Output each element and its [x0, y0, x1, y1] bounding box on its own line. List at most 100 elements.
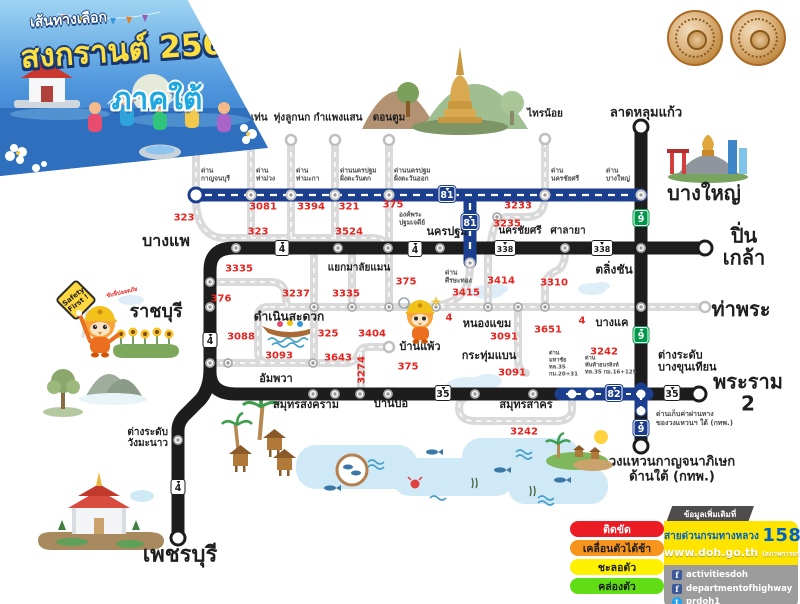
place-label: ดำเนินสะดวก [253, 309, 325, 324]
place-label: นครปฐม [426, 224, 468, 238]
place-label: บ้านบ่อ [373, 396, 409, 410]
route-shield: 9 [633, 210, 649, 226]
motorway-node [636, 389, 646, 399]
node-dot [208, 361, 212, 365]
toll-gate-label: ด่าน พันท้ายนรสิงห์ ทล.35 กม.16+125 [585, 355, 637, 376]
route-number: 3335 [225, 263, 253, 275]
node-dot [495, 215, 499, 219]
doh-mascot-safety [56, 280, 120, 358]
toll-gate-label: ด่าน ท่ามะกา [296, 166, 320, 183]
route-number: 3091 [490, 331, 518, 343]
route-number: 323 [173, 212, 195, 224]
toll-gate-label: ด่านเก็บค่าผ่านทาง ของวงแหวนฯ ใต้ (กทพ.) [656, 409, 733, 427]
route-number: 3414 [487, 275, 515, 287]
route-number: 375 [382, 199, 404, 211]
toll-gate-label: ด่านนครปฐม ฝั่งตะวันตก [340, 166, 377, 183]
place-label: บางใหญ่ [667, 180, 741, 205]
route-shield: 9 [633, 420, 649, 436]
node-dot [543, 193, 547, 197]
social-handle: prdoh1 [686, 597, 721, 604]
website-link[interactable]: www.doh.go.th (สภาพการจราจร) [664, 546, 800, 559]
banner-region: ภาคใต้ [111, 82, 203, 117]
route-number: 3404 [358, 328, 386, 340]
route-shield: 4 [170, 479, 186, 495]
chedi-hill-illustration [362, 47, 528, 135]
route-number: 3651 [534, 324, 562, 336]
banner-flowers [5, 124, 257, 172]
route-number: 3233 [504, 200, 532, 212]
mountain-illustration [79, 374, 147, 405]
legend-item: เคลื่อนตัวได้ช้า [570, 540, 664, 556]
terminal-node [632, 118, 650, 136]
ministry-of-transport-seal [667, 10, 723, 66]
route-number: 3237 [282, 288, 310, 300]
place-label: กระทุ่มแบน [461, 348, 517, 362]
banner-people [88, 94, 231, 132]
route-number: 3335 [332, 288, 360, 300]
hotline[interactable]: สายด่วนกรมทางหลวง 1586 [664, 525, 800, 546]
terminal-node [696, 239, 714, 257]
place-label: นครชัยศรี [498, 225, 542, 237]
toll-gate-label: ด่าน ศีรษะทอง [445, 268, 472, 285]
floating-market-boat-illustration [262, 320, 318, 348]
legend-item: คล่องตัว [570, 578, 664, 594]
route-number: 3310 [540, 277, 568, 289]
node-dot [333, 193, 337, 197]
place-label: บ้านแพ้ว [399, 339, 441, 353]
route-number: 3274 [356, 356, 368, 384]
place-label: บางแพ [142, 231, 190, 251]
temple-illustration [38, 472, 164, 550]
node-dot [312, 305, 316, 309]
place-label: ลาดหลุมแก้ว [609, 105, 683, 121]
route-number: 321 [338, 201, 360, 213]
node-dot [563, 246, 567, 250]
node-dot [289, 193, 293, 197]
route-number: 3415 [452, 287, 480, 299]
traffic-legend: ติดขัดเคลื่อนตัวได้ช้าชะลอตัวคล่องตัว [570, 521, 664, 597]
route-number: 3394 [297, 201, 325, 213]
route-number: 3242 [510, 426, 538, 438]
place-label: ทุ่งลูกนก [273, 112, 311, 124]
doh-mascot [398, 296, 442, 344]
route-shield: 81 [461, 214, 479, 230]
route-number: 375 [397, 361, 419, 373]
place-label: ศาลายา [550, 225, 586, 237]
facebook-icon: f [672, 570, 682, 580]
place-label: หนองแขม [462, 316, 512, 330]
island-illustration [545, 430, 613, 471]
social-handle: departmentofhighway [686, 583, 793, 594]
terminal-node [690, 385, 708, 403]
node-dot [438, 246, 442, 250]
place-label: ดอนตูม [372, 112, 406, 124]
route-number: 3235 [493, 218, 521, 230]
route-shield: 35 [434, 385, 452, 401]
place-label: ไทรน้อย [527, 108, 563, 120]
node-dot [176, 438, 180, 442]
place-label: ต่างระดับ บางขุนเทียน [658, 348, 717, 374]
node-dot [336, 246, 340, 250]
banner-bunting [57, 11, 161, 25]
info-hotline-panel: สายด่วนกรมทางหลวง 1586 www.doh.go.th (สภ… [664, 521, 800, 565]
route-shield: 35 [663, 385, 681, 401]
open-terminal-node [698, 300, 712, 314]
toll-gate-label: ด่าน มหาชัย ทล.35 กม.20+31 [549, 350, 578, 379]
toll-gate-label: ด่านนครปฐม ฝั่งตะวันออก [394, 166, 431, 183]
node-dot [386, 392, 390, 396]
toll-gate-label: ด่าน นครชัยศรี [551, 166, 580, 183]
department-of-highways-seal [730, 10, 786, 66]
place-label: ตลิ่งชัน [595, 262, 633, 277]
route-number: 3081 [249, 201, 277, 213]
route-shield: 9 [633, 327, 649, 343]
route-number: 376 [210, 293, 232, 305]
node-dot [486, 305, 490, 309]
node-dot [516, 305, 520, 309]
place-label: พระราม 2 [713, 369, 783, 416]
node-dot [234, 246, 238, 250]
route-shield: 338 [591, 240, 613, 256]
place-label: สมุทรสาคร [499, 397, 553, 411]
